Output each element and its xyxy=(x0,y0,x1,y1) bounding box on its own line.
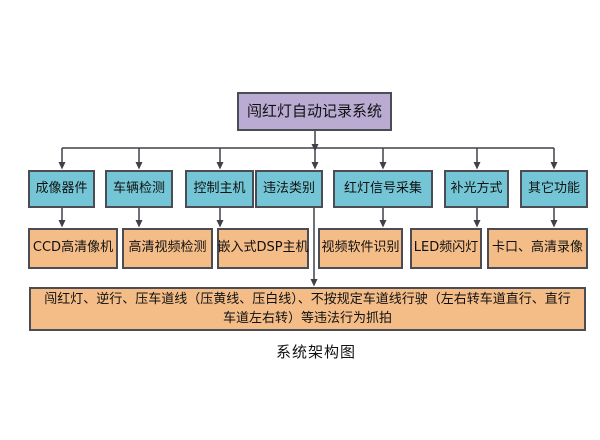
node-fill-light-mode: 补光方式 xyxy=(444,170,509,208)
node-vehicle-detection: 车辆检测 xyxy=(105,170,173,208)
node-violation-capture-note: 闯红灯、逆行、压车道线（压黄线、压白线）、不按规定车道线行驶（左右转车道直行、直… xyxy=(29,287,586,331)
node-other-functions: 其它功能 xyxy=(520,170,588,208)
node-hd-video-detection: 高清视频检测 xyxy=(122,228,213,269)
node-embedded-dsp-host: 嵌入式DSP主机 xyxy=(217,228,309,269)
node-checkpoint-hd-recording: 卡口、高清录像 xyxy=(487,228,588,269)
node-video-software-recognition: 视频软件识别 xyxy=(318,228,403,269)
diagram-caption: 系统架构图 xyxy=(275,343,357,361)
node-red-light-system: 闯红灯自动记录系统 xyxy=(237,92,392,131)
node-control-host: 控制主机 xyxy=(185,170,254,208)
node-led-strobe-light: LED频闪灯 xyxy=(410,228,482,269)
node-imaging-device: 成像器件 xyxy=(28,170,95,208)
node-red-light-signal-collection: 红灯信号采集 xyxy=(333,170,433,208)
node-ccd-hd-camera: CCD高清像机 xyxy=(28,228,118,269)
node-violation-type: 违法类别 xyxy=(255,170,323,208)
